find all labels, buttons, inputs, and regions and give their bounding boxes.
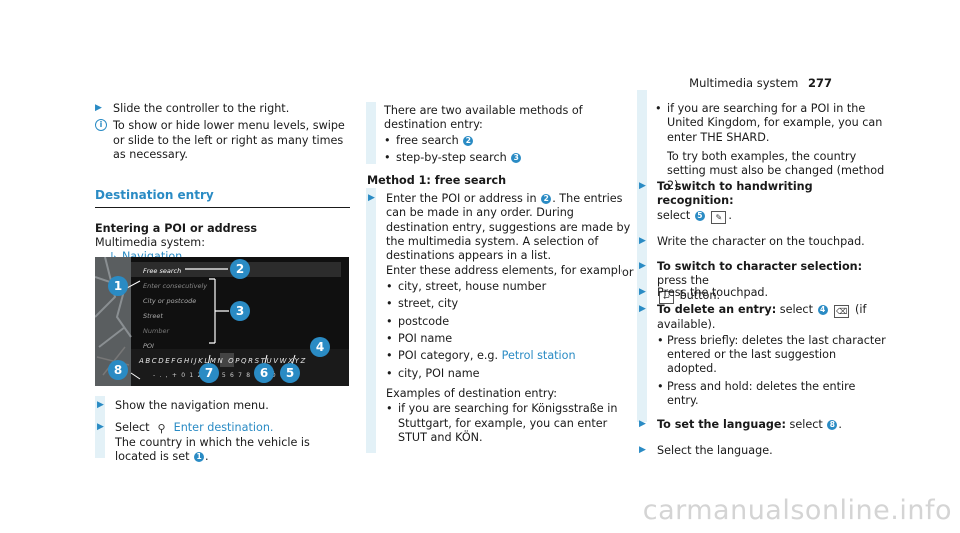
badge-2: 2 (541, 194, 552, 204)
step-arrow-icon: ▶ (639, 235, 646, 246)
callout-5: 5 (280, 363, 300, 383)
menu-item-enter-consecutively: Enter consecutively (143, 282, 208, 290)
column-right: if you are searching for a POI in the Un… (655, 102, 887, 196)
example-item: if you are searching for a POI in the Un… (655, 102, 887, 193)
back-icon: ↩ (659, 290, 674, 304)
step-character-selection: ▶ To switch to character selection: pres… (639, 259, 863, 304)
example-item: if you are searching for Königsstraße in… (386, 402, 634, 445)
badge-5: 5 (694, 210, 705, 221)
methods-list: free search 2 step-by-step search 3 (384, 134, 634, 166)
info-icon: i (95, 119, 107, 132)
step-bar-middle (366, 188, 376, 453)
step-bar-middle-top (366, 102, 376, 164)
menu-item-city-postcode: City or postcode (143, 297, 197, 305)
path-arrow-icon: ↳ (109, 250, 118, 263)
search-icon: ⚲ (157, 422, 166, 436)
section-title: Multimedia system (689, 76, 799, 90)
step-select-language: ▶ Select the language. (639, 443, 773, 457)
step-arrow-icon: ▶ (97, 400, 104, 410)
navigation-screen-image: Free search Enter consecutively City or … (95, 257, 349, 386)
element-item: street, city (386, 297, 634, 312)
step-bar-left (95, 396, 105, 458)
page-header: Multimedia system 277 (689, 76, 832, 91)
method-free-search: free search 2 (384, 134, 634, 148)
element-item: postcode (386, 315, 634, 330)
menu-item-poi: POI (143, 342, 154, 350)
step-slide: ▶ Slide the controller to the right. (95, 102, 290, 115)
callout-2: 2 (230, 259, 250, 279)
step-show-menu: ▶ Show the navigation menu. (97, 399, 269, 412)
callout-8: 8 (108, 360, 128, 380)
column-middle: There are two available methods of desti… (384, 104, 634, 168)
method-heading: Method 1: free search (367, 174, 507, 187)
step-write: ▶ Write the character on the touchpad. (639, 234, 865, 248)
screen-alpha-row: ABCDEFGHIJKLMN OPQRSTUVWXYZ (139, 357, 307, 365)
step-select-enter-destination: ▶ Select ⚲ Enter destination. The countr… (97, 421, 310, 463)
step-arrow-icon: ▶ (639, 444, 646, 455)
heading-rule (95, 206, 350, 208)
or-label: or (622, 266, 637, 281)
address-elements-list: city, street, house number street, city … (386, 280, 634, 381)
column-middle-steps: ▶ Enter the POI or address in 2. The ent… (368, 192, 634, 448)
petrol-station-link: Petrol station (501, 349, 576, 363)
delete-option: Press briefly: deletes the last characte… (657, 334, 889, 377)
screen-callouts: 1 2 3 4 5 6 7 8 (95, 257, 349, 386)
delete-options-list: Press briefly: deletes the last characte… (657, 334, 889, 409)
step-arrow-icon: ▶ (368, 193, 375, 203)
element-item: city, street, house number (386, 280, 634, 295)
element-item: POI name (386, 332, 634, 347)
destination-entry-heading: Destination entry (95, 188, 350, 208)
menu-item-street: Street (143, 312, 163, 320)
column-left: ▶ Slide the controller to the right. i T… (95, 102, 350, 265)
examples-heading: Examples of destination entry: (386, 386, 558, 400)
watermark: carmanualsonline.info (642, 495, 952, 527)
intro-text: There are two available methods of desti… (384, 104, 583, 132)
step-delete-entry: ▶ To delete an entry: select 4 ⌫ (if ava… (639, 303, 889, 408)
column-left-steps: ▶ Show the navigation menu. ▶ Select ⚲ E… (97, 399, 350, 464)
step-bar-right (637, 90, 647, 422)
note-show-hide: i To show or hide lower menu levels, swi… (95, 119, 350, 162)
column-right-steps: ▶ To switch to handwriting recognition: … (639, 180, 889, 304)
delete-icon: ⌫ (834, 305, 850, 319)
step-arrow-icon: ▶ (97, 422, 104, 433)
callout-6: 6 (254, 363, 274, 383)
callout-7: 7 (199, 363, 219, 383)
examples-list-continued: if you are searching for a POI in the Un… (655, 102, 887, 193)
examples-list: if you are searching for Königsstraße in… (386, 402, 634, 445)
step-arrow-icon: ▶ (639, 419, 646, 430)
step-arrow-icon: ▶ (639, 260, 646, 271)
step-arrow-icon: ▶ (639, 181, 646, 191)
delete-option: Press and hold: deletes the entire entry… (657, 380, 889, 409)
badge-4: 4 (817, 305, 828, 316)
step-arrow-icon: ▶ (639, 304, 646, 315)
screen-menu: Free search Enter consecutively City or … (143, 264, 207, 354)
column-right-steps-lower: ▶ Press the touchpad. ▶ To delete an ent… (639, 286, 889, 458)
callout-4: 4 (310, 337, 330, 357)
badge-1: 1 (194, 451, 205, 462)
step-enter-poi: ▶ Enter the POI or address in 2. The ent… (368, 192, 634, 445)
step-handwriting: ▶ To switch to handwriting recognition: … (639, 180, 813, 224)
menu-item-free-search: Free search (143, 267, 182, 275)
callout-1: 1 (108, 276, 128, 296)
menu-item-number: Number (143, 327, 170, 335)
element-item: POI category, e.g. Petrol station (386, 349, 634, 364)
page-number: 277 (807, 76, 832, 90)
enter-destination-link: Enter destination. (173, 421, 274, 435)
step-set-language: ▶ To set the language: select 8. (639, 418, 842, 432)
step-arrow-icon: ▶ (95, 103, 102, 113)
element-item: city, POI name (386, 367, 634, 382)
badge-8: 8 (827, 420, 838, 431)
callout-3: 3 (230, 301, 250, 321)
step-arrow-icon: ▶ (639, 287, 646, 297)
method-step-by-step: step-by-step search 3 (384, 151, 634, 166)
handwriting-icon: ✎ (711, 210, 727, 224)
step-press-touchpad: ▶ Press the touchpad. (639, 286, 769, 299)
